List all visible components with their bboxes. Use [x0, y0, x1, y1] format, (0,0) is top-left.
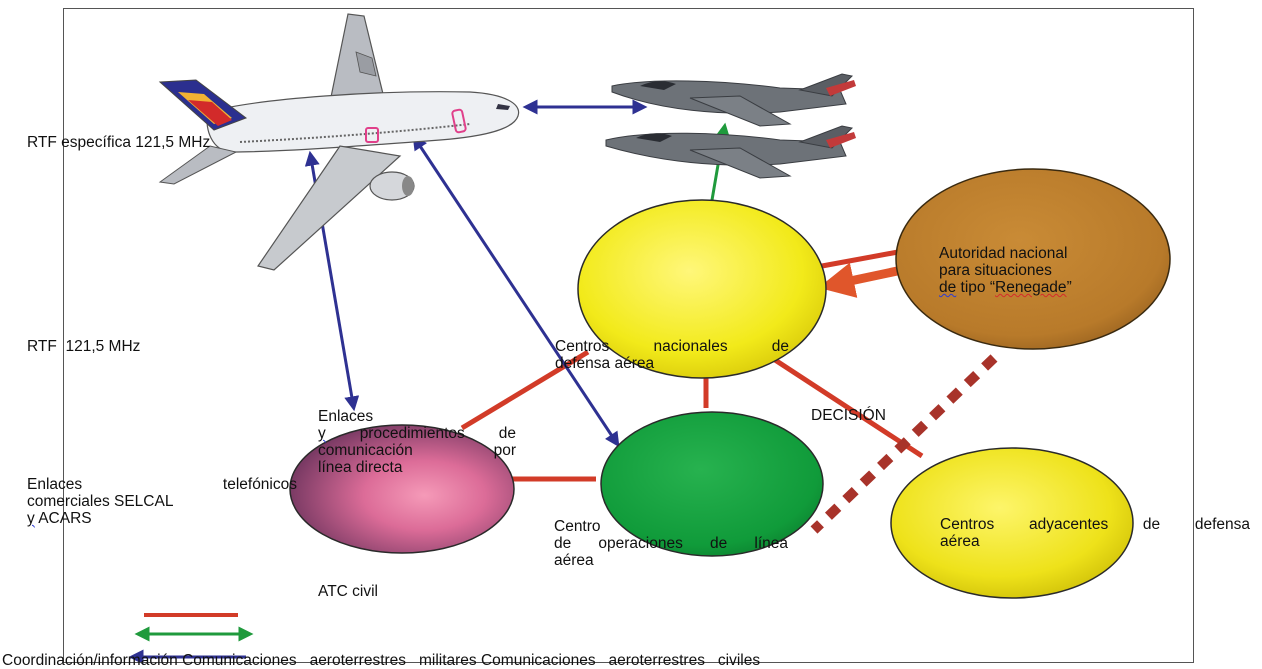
- airline-ops-word-3: de: [709, 535, 728, 552]
- national-word-3: de: [771, 338, 789, 355]
- direct-links-line-4: línea directa: [318, 459, 403, 476]
- renegade-authority-node: [895, 168, 1171, 350]
- direct-links-word-communication: comunicación: [318, 442, 413, 459]
- airline-ops-line-1: Centro: [554, 518, 601, 535]
- link-national-to-adjacent: [770, 355, 924, 459]
- link-airliner-to-airline-ops: [412, 134, 620, 448]
- dashed-link-authority-to-airline-ops: [810, 354, 998, 534]
- renegade-authority-label: Autoridad nacional para situaciones de t…: [939, 245, 1072, 296]
- authority-line-3: de tipo “Renegade”: [939, 279, 1072, 296]
- airline-ops-line-3: aérea: [554, 552, 594, 569]
- adjacent-word-3: de: [1142, 516, 1161, 533]
- commercial-phone-links-label: Enlaces telefónicos comerciales SELCAL y…: [27, 476, 297, 527]
- adjacent-air-defense-centers-node: [890, 447, 1134, 599]
- decision-arrow: [818, 262, 903, 298]
- direct-links-word-y: y: [318, 425, 326, 442]
- authority-line-1: Autoridad nacional: [939, 245, 1068, 262]
- airline-ops-word-2: operaciones: [598, 535, 683, 552]
- adjacent-air-defense-centers-label: Centros adyacentes de defensa aérea: [940, 516, 1250, 550]
- direct-links-word-procedures: procedimientos: [359, 425, 465, 442]
- airline-operations-center-node: [600, 411, 824, 557]
- airline-ops-word-4: línea: [754, 535, 788, 552]
- national-line-2: defensa aérea: [555, 355, 655, 372]
- adjacent-word-4: defensa: [1194, 516, 1250, 533]
- adjacent-line-2: aérea: [940, 533, 980, 550]
- authority-line-2: para situaciones: [939, 262, 1052, 279]
- direct-links-word-de: de: [498, 425, 516, 442]
- phone-links-line-2: comerciales SELCAL: [27, 493, 174, 510]
- direct-line-links-label: Enlaces y procedimientos de comunicación…: [318, 408, 516, 476]
- national-word-1: Centros: [555, 338, 610, 355]
- national-air-defense-centers-label: Centros nacionales de defensa aérea: [555, 338, 789, 372]
- phone-links-line-3: y ACARS: [27, 510, 92, 527]
- legend-text: Coordinación/información Comunicaciones …: [2, 652, 761, 669]
- airliner-icon: [158, 13, 520, 271]
- phone-links-word-1: Enlaces: [27, 476, 83, 493]
- airline-ops-word-1: de: [554, 535, 572, 552]
- civil-atc-node: [289, 424, 515, 554]
- national-word-2: nacionales: [653, 338, 728, 355]
- fighter-jet-icon: [605, 73, 856, 179]
- airline-operations-center-label: Centro de operaciones de línea aérea: [554, 518, 788, 569]
- rtf-label: RTF 121,5 MHz: [27, 338, 141, 355]
- rtf-specific-label: RTF específica 121,5 MHz: [27, 134, 211, 151]
- civil-atc-label: ATC civil: [318, 583, 378, 600]
- direct-links-line-1: Enlaces: [318, 408, 374, 425]
- diagram-frame: [63, 8, 1194, 663]
- direct-links-word-by: por: [493, 442, 516, 459]
- national-air-defense-centers-node: [577, 199, 827, 379]
- phone-links-word-2: telefónicos: [222, 476, 297, 493]
- adjacent-word-1: Centros: [940, 516, 995, 533]
- adjacent-word-2: adyacentes: [1028, 516, 1109, 533]
- decision-label: DECISIÓN: [811, 407, 886, 424]
